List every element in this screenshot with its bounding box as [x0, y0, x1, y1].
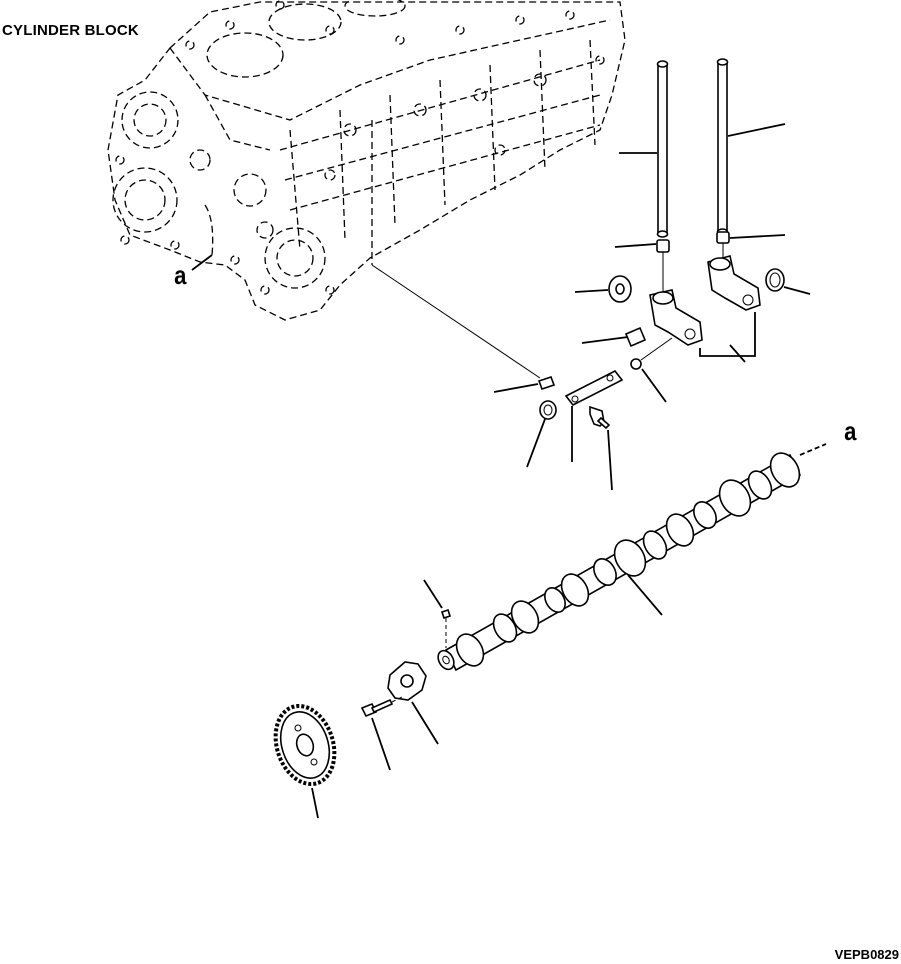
snap-ring-left	[539, 400, 557, 420]
camshaft	[437, 452, 802, 672]
rod-cap-1	[656, 239, 670, 253]
bolt-small	[589, 405, 611, 430]
bracket-followers	[699, 312, 756, 357]
leader-ball	[641, 368, 667, 403]
leader-callout-a-right	[799, 443, 827, 456]
diagram-title: CYLINDER BLOCK	[2, 22, 139, 39]
bushing	[537, 375, 556, 391]
washer-roller	[608, 275, 632, 303]
leader-followers	[729, 344, 746, 363]
bolt	[360, 698, 394, 718]
key	[440, 608, 452, 620]
drawing-code: VEPB0829	[834, 947, 899, 962]
leader-key	[423, 579, 443, 609]
leader-spacer-pin	[581, 336, 629, 344]
leader-snap-ring-left	[526, 418, 546, 468]
leader-camshaft	[627, 574, 663, 616]
leader-washer-roller	[574, 289, 609, 293]
leader-rod-cap-2	[729, 234, 786, 239]
push-rod-1	[656, 60, 669, 238]
cam-gear	[273, 703, 337, 787]
leader-bolt	[371, 717, 391, 771]
cylinder-block	[107, 0, 626, 379]
leader-cam-gear	[311, 787, 319, 819]
spacer-pin	[624, 326, 647, 348]
leader-snap-ring-right	[783, 286, 811, 295]
cam-follower-left	[649, 289, 703, 346]
ball	[630, 358, 642, 370]
leader-bolt-small	[607, 429, 613, 491]
leader-bushing	[493, 383, 539, 393]
leader-rod-cap-1	[614, 243, 657, 248]
rocker-shaft	[564, 369, 624, 407]
callout-a-left: a	[174, 260, 187, 290]
snap-ring-right	[765, 268, 785, 292]
leader-push-rod-2	[727, 123, 786, 137]
cam-follower-right	[707, 255, 761, 311]
thrust-plate	[387, 661, 427, 701]
leader-thrust-plate	[411, 701, 439, 745]
push-rod-2	[716, 58, 729, 236]
rod-cap-2	[716, 231, 730, 244]
callout-a-right: a	[844, 416, 857, 446]
